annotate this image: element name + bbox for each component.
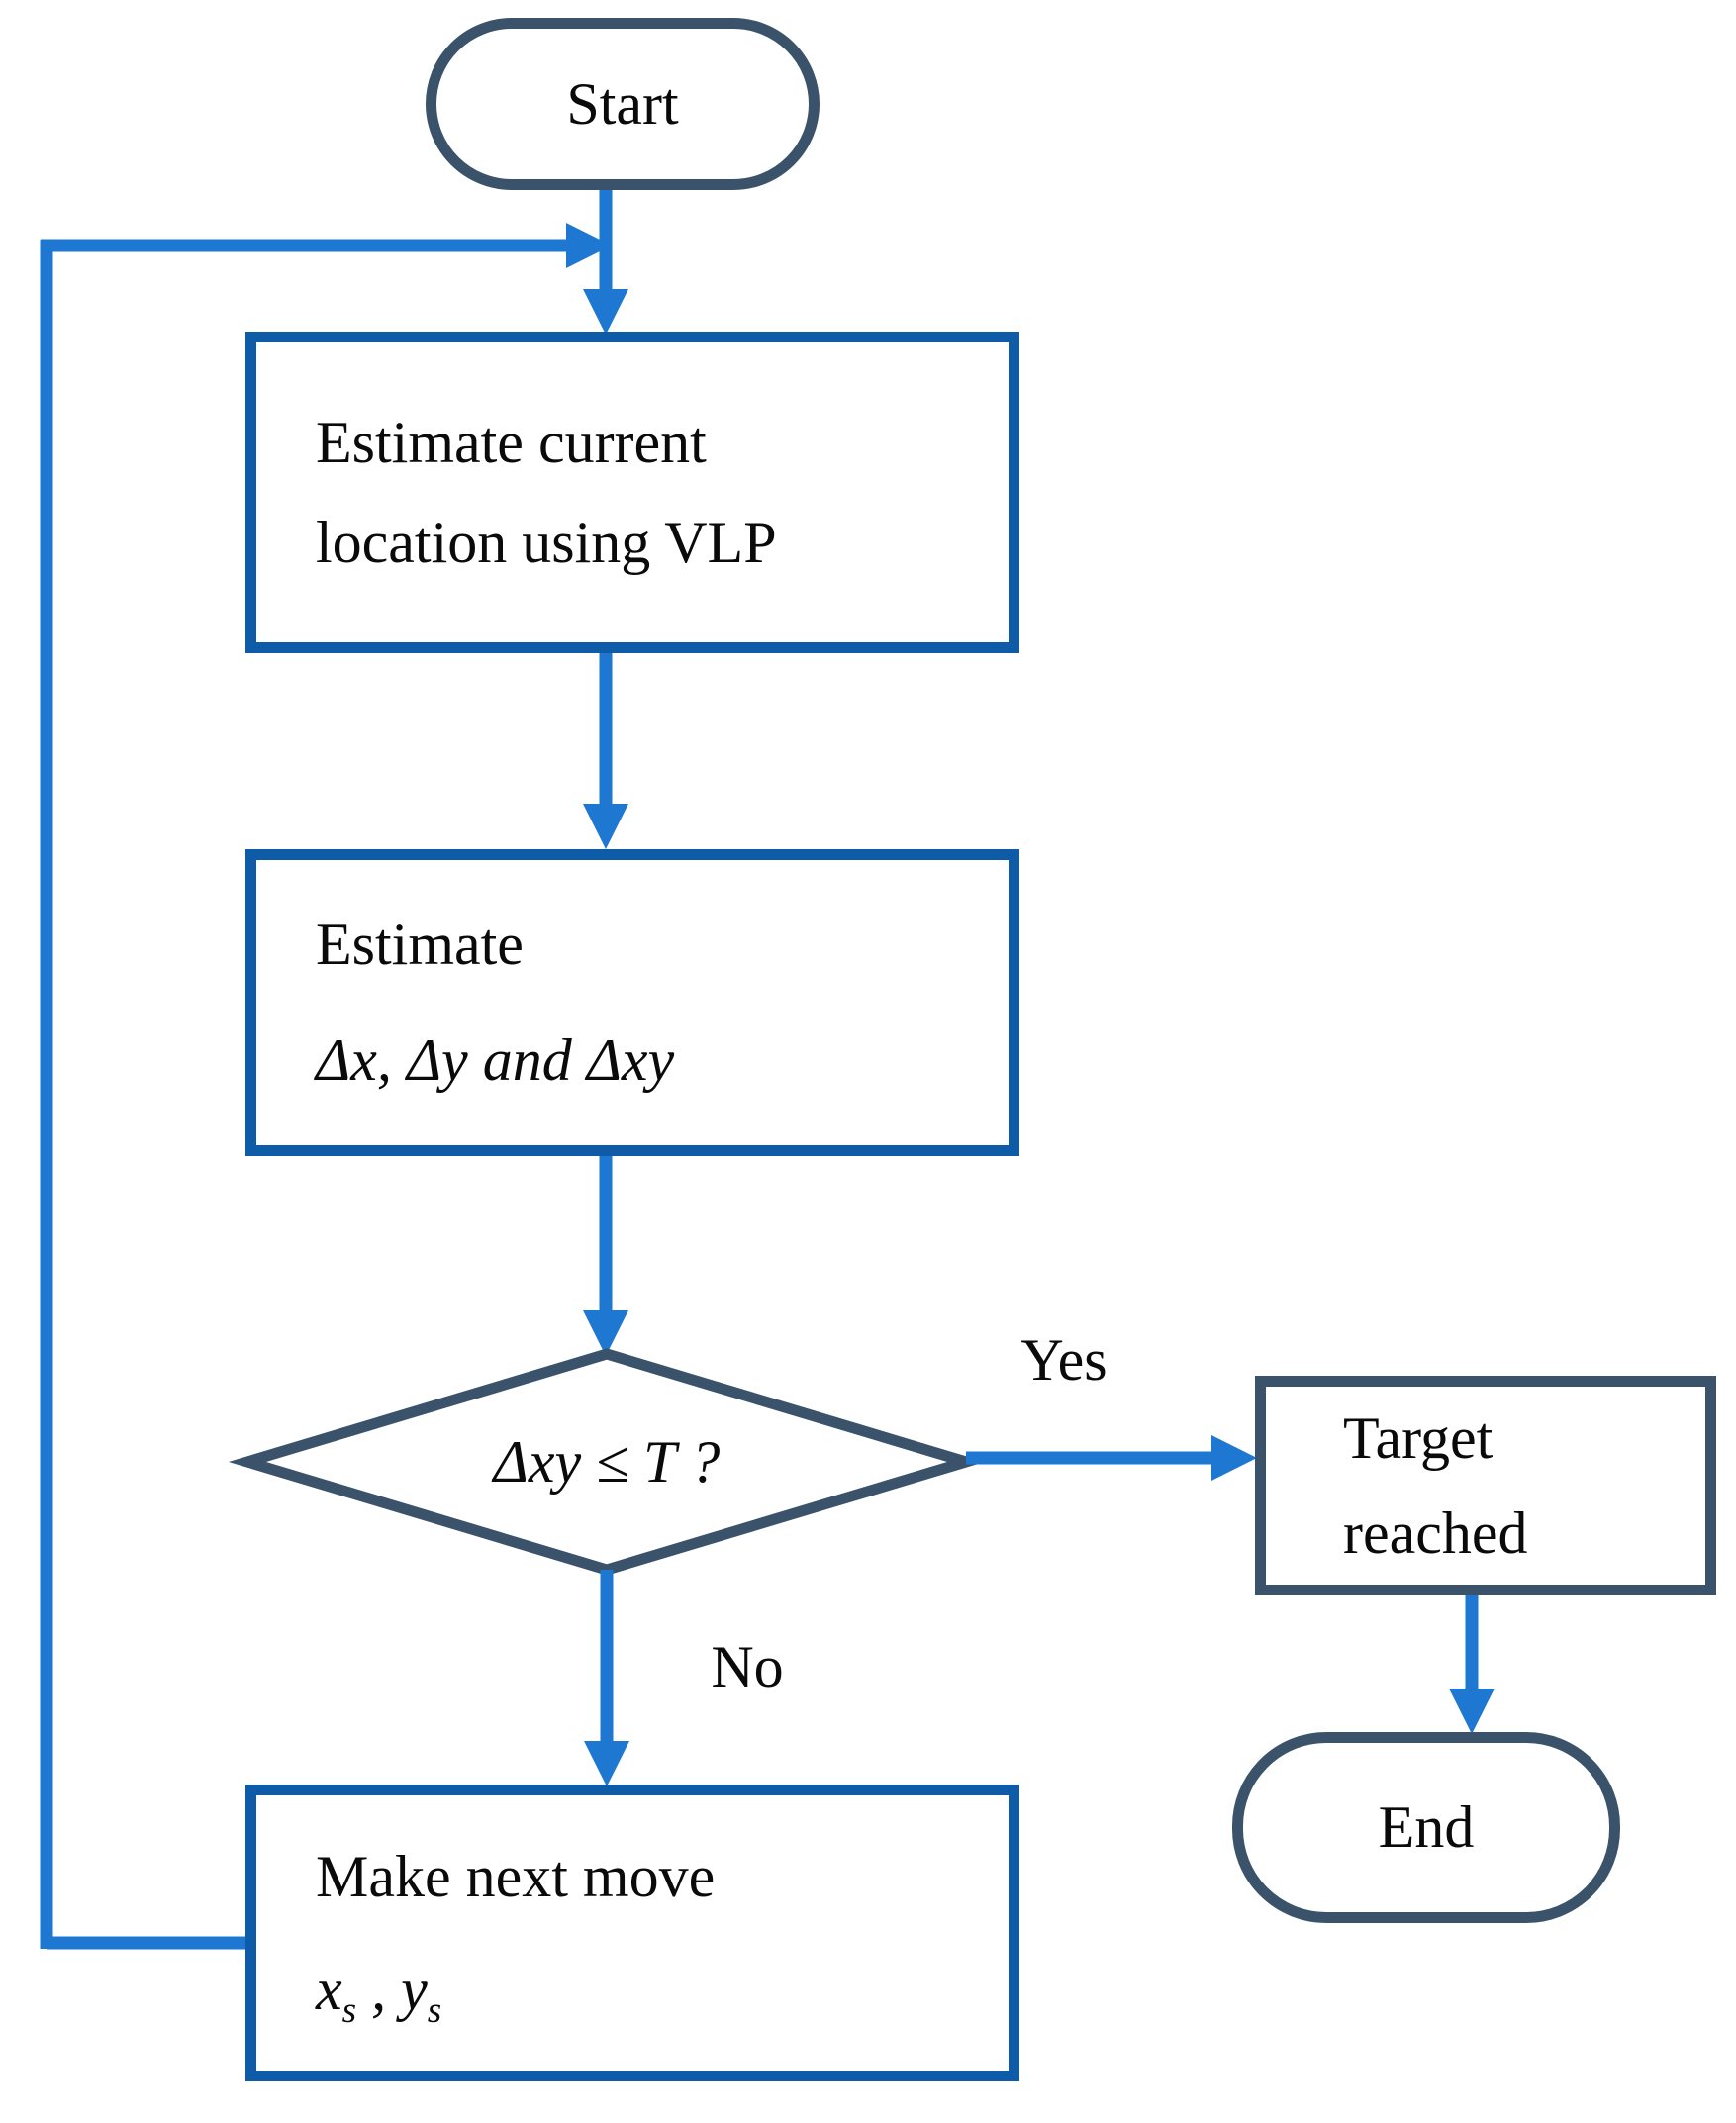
node-make-next-move-formula: xs , ys <box>256 1933 1009 2046</box>
node-make-next-move-line1: Make next move <box>316 1844 716 1909</box>
formula-var-y: y <box>401 1957 428 2022</box>
formula-sub-y: s <box>427 1990 442 2031</box>
edge-label-no: No <box>711 1634 784 1699</box>
edge-loop-arrowhead <box>566 223 612 268</box>
formula-separator: , <box>356 1957 402 2022</box>
edge-start-to-estimate-arrowhead <box>583 289 628 335</box>
node-end: End <box>1232 1732 1620 1923</box>
edge-estimate-to-deltas-arrowhead <box>583 804 628 849</box>
decision-label: Δxy ≤ T ? <box>493 1428 721 1495</box>
node-start-label: Start <box>566 70 679 137</box>
node-estimate-deltas: Estimate Δx, Δy and Δxy <box>245 849 1019 1156</box>
edge-yes-arrowhead <box>1211 1435 1257 1481</box>
node-estimate-location-line1: Estimate current <box>316 409 707 475</box>
formula-var-x: x <box>316 1957 342 2022</box>
edge-no-arrowhead <box>584 1741 629 1786</box>
node-estimate-location: Estimate current location using VLP <box>245 332 1019 653</box>
node-target-reached-line1: Target <box>1343 1405 1494 1471</box>
edge-target-to-end-arrowhead <box>1449 1689 1495 1734</box>
edge-label-yes: Yes <box>1020 1327 1108 1393</box>
node-start: Start <box>426 18 820 190</box>
node-estimate-deltas-line2: Δx, Δy and Δxy <box>316 1027 675 1093</box>
node-target-reached-line2: reached <box>1343 1500 1528 1566</box>
node-estimate-location-line2: location using VLP <box>316 509 777 575</box>
edge-deltas-to-decision-arrowhead <box>583 1310 628 1356</box>
node-estimate-deltas-line1: Estimate <box>316 912 524 977</box>
node-make-next-move: Make next move xs , ys <box>245 1785 1019 2081</box>
formula-sub-x: s <box>341 1990 357 2031</box>
node-target-reached: Target reached <box>1255 1376 1716 1595</box>
node-end-label: End <box>1378 1794 1475 1860</box>
